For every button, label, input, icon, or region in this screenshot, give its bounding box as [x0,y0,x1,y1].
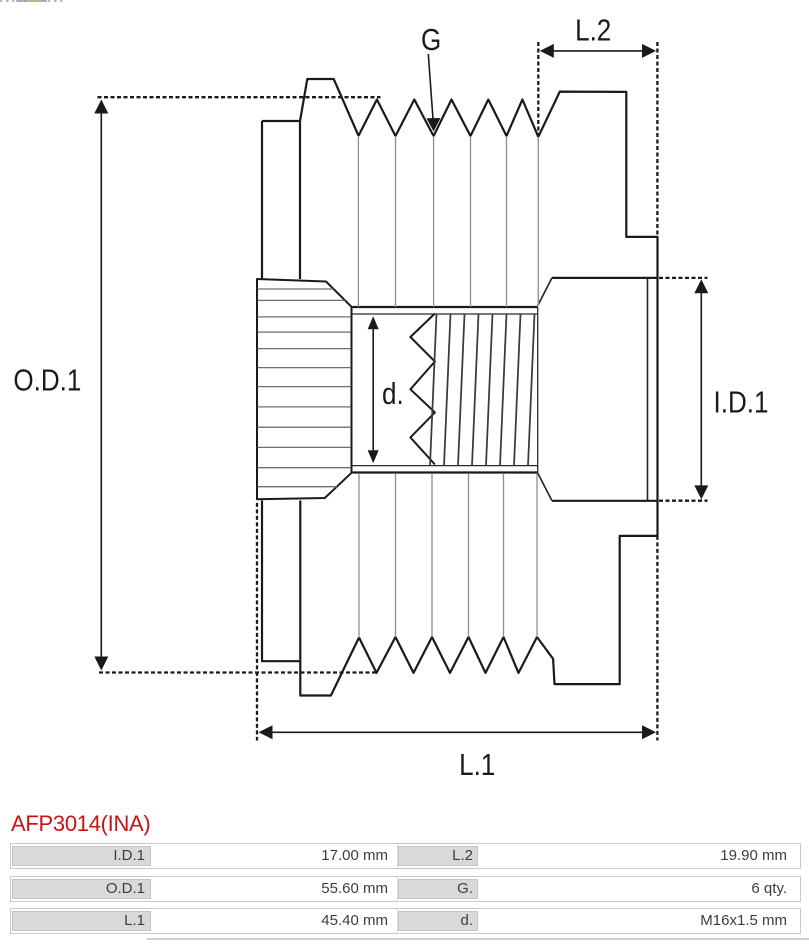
svg-text:I.D.1: I.D.1 [714,386,769,421]
svg-text:L.1: L.1 [459,748,495,783]
svg-text:L.2: L.2 [575,14,611,49]
svg-text:G: G [421,23,441,58]
svg-text:O.D.1: O.D.1 [13,363,81,398]
svg-text:d.: d. [382,377,404,412]
